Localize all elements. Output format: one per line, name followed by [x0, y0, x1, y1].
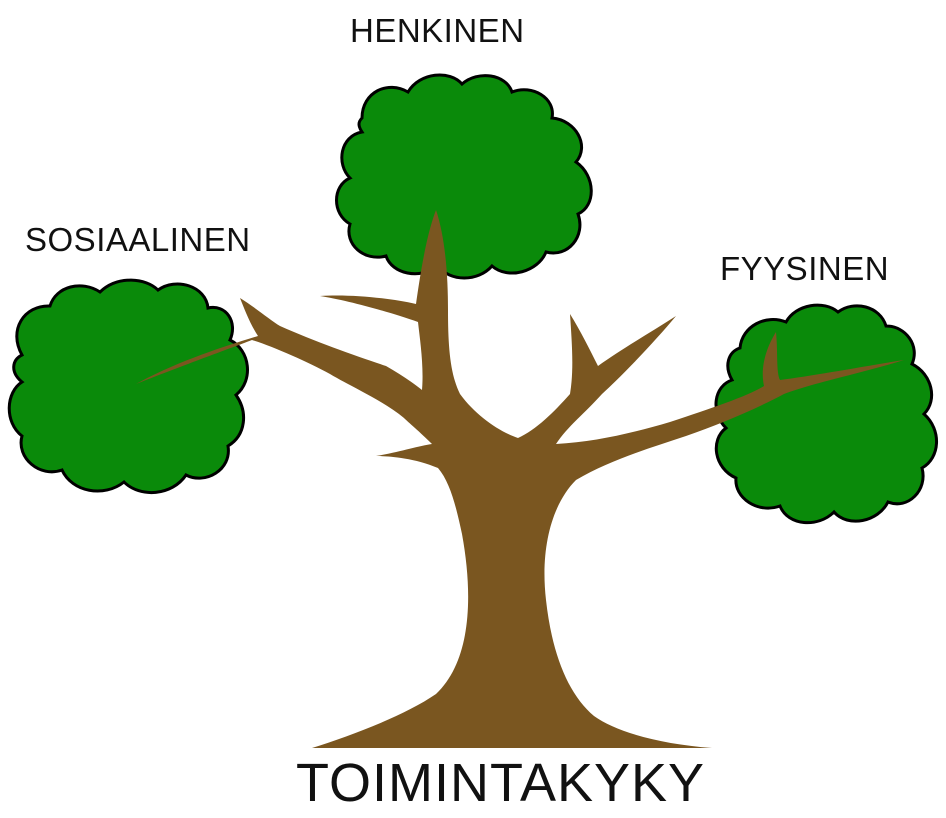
canopy-left: [9, 280, 247, 492]
label-toimintakyky: TOIMINTAKYKY: [296, 756, 705, 810]
canopy-right: [716, 305, 937, 523]
label-fyysinen: FYYSINEN: [720, 252, 889, 285]
label-sosiaalinen: SOSIAALINEN: [25, 223, 251, 256]
label-henkinen: HENKINEN: [350, 14, 525, 47]
canopy-top: [337, 75, 592, 278]
